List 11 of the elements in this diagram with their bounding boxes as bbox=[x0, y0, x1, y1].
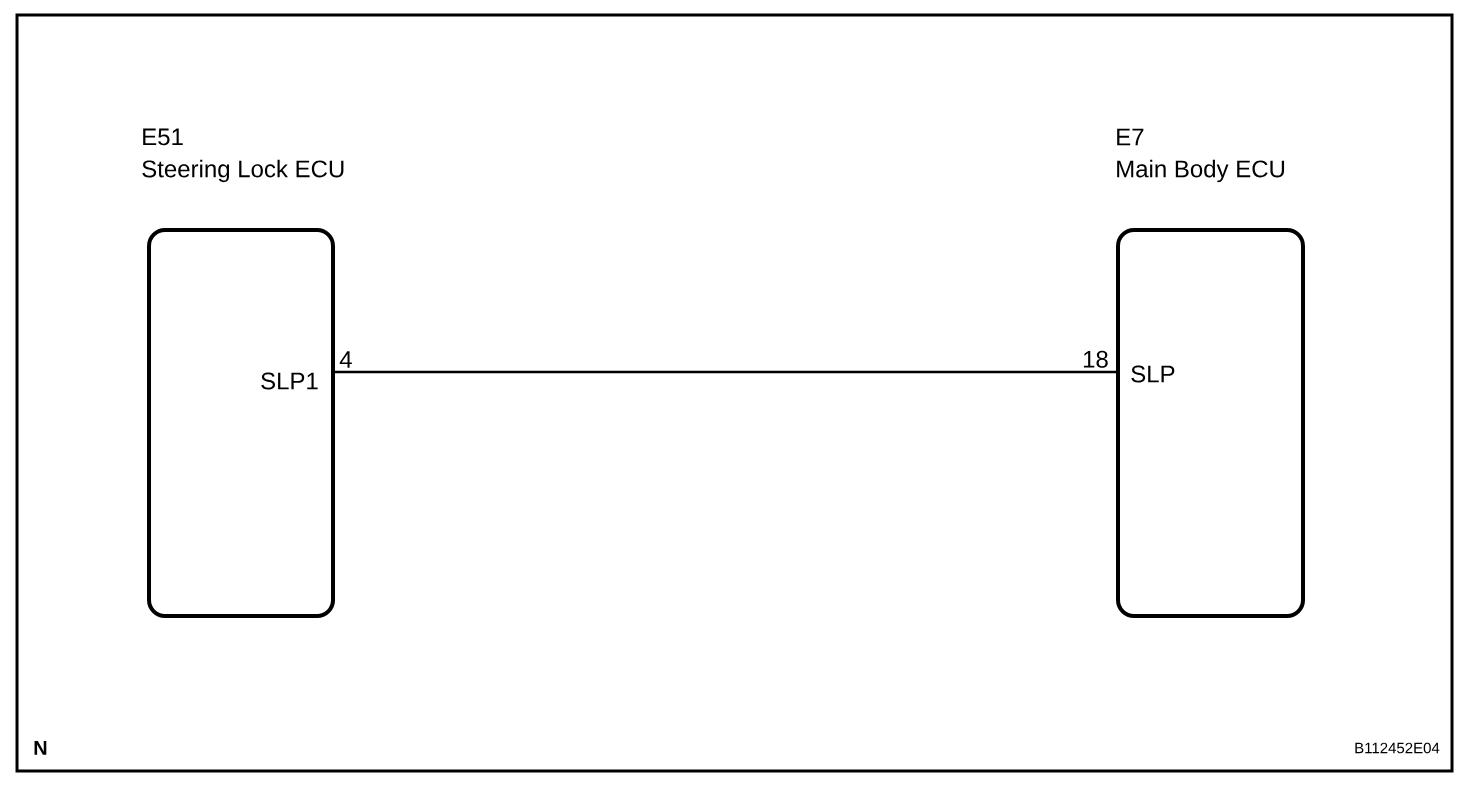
figure-code: B112452E04 bbox=[1355, 742, 1440, 754]
component-label: E7 bbox=[1117, 128, 1144, 146]
component-label: Main Body ECU bbox=[1117, 159, 1285, 183]
pin-number: 18 bbox=[1083, 350, 1108, 368]
pin-name: SLP1 bbox=[261, 372, 318, 390]
pin-number: 4 bbox=[339, 351, 352, 368]
component-label: Steering Lock ECU bbox=[142, 159, 344, 183]
pin-name: SLP bbox=[1131, 365, 1175, 383]
component-label: E51 bbox=[143, 128, 183, 146]
view-code: N bbox=[34, 741, 47, 755]
wire bbox=[335, 370, 1116, 374]
